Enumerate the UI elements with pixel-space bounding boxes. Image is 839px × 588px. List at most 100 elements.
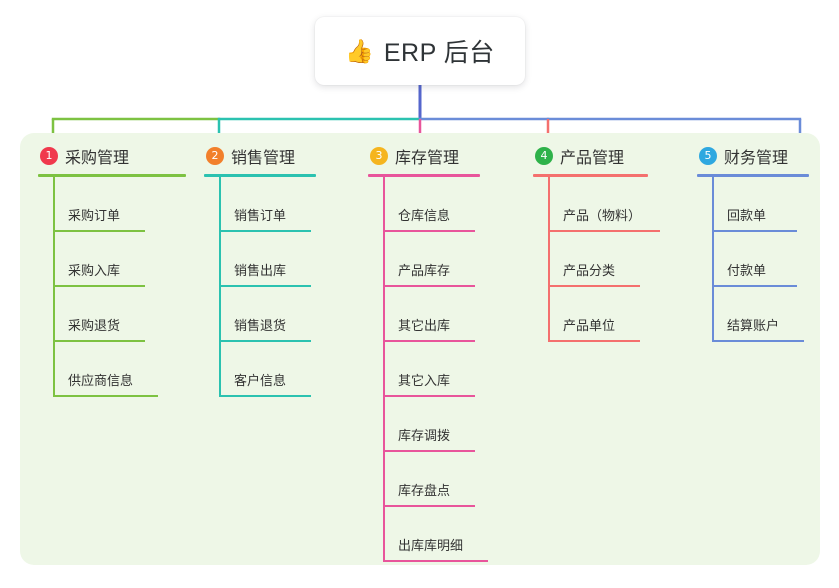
branch-item-label: 其它出库 [398,318,451,333]
branch-number-badge: 5 [699,147,717,165]
branch-item-underline [383,230,475,232]
branch-spine [383,177,385,562]
branch-item[interactable]: 库存盘点 [368,452,480,507]
branch-item[interactable]: 产品单位 [533,287,648,342]
branch-item-underline [383,505,475,507]
branch-item-underline [53,340,145,342]
branch-item-label: 销售订单 [234,208,287,223]
branch-item-label: 采购入库 [68,263,121,278]
branch-item-label: 付款单 [727,263,767,278]
branch-item-underline [53,285,145,287]
branch-item-underline [712,230,797,232]
thumbs-up-icon: 👍 [345,37,374,64]
branch-number-badge: 3 [370,147,388,165]
branch-item[interactable]: 出库库明细 [368,507,488,562]
branch-item-underline [219,395,311,397]
branch-item-underline [548,285,640,287]
branch-item-underline [219,285,311,287]
branch-item[interactable]: 采购订单 [38,177,186,232]
branch-spine [548,177,550,342]
branch-number-badge: 2 [206,147,224,165]
branch-item-underline [219,340,311,342]
branch-item-underline [383,340,475,342]
branch-item-label: 库存盘点 [398,483,451,498]
branch-item[interactable]: 客户信息 [204,342,316,397]
branch-item-underline [383,395,475,397]
branch-header-underline [368,174,480,177]
branch-item-underline [53,230,145,232]
branch-item-label: 结算账户 [727,318,780,333]
branch-header-underline [697,174,809,177]
branch-title: 采购管理 [65,150,130,167]
branch-item-label: 销售出库 [234,263,287,278]
branch-column: 1 采购管理采购订单采购入库采购退货供应商信息 [38,143,186,397]
branch-header[interactable]: 4 产品管理 [533,143,648,169]
branch-number-badge: 4 [535,147,553,165]
branch-item[interactable]: 产品库存 [368,232,480,287]
branch-item-underline [548,230,660,232]
branch-item[interactable]: 供应商信息 [38,342,186,397]
branch-item-list: 销售订单销售出库销售退货客户信息 [204,177,316,397]
branch-item-list: 采购订单采购入库采购退货供应商信息 [38,177,186,397]
root-node-content: 👍 ERP 后台 [345,33,495,69]
branch-spine [219,177,221,397]
branch-item-underline [712,285,797,287]
branch-item[interactable]: 其它入库 [368,342,480,397]
branch-header[interactable]: 3 库存管理 [368,143,480,169]
branch-item-underline [219,230,311,232]
branch-header[interactable]: 1 采购管理 [38,143,186,169]
branch-item-underline [383,285,475,287]
branch-number-badge: 1 [40,147,58,165]
branch-item-label: 产品库存 [398,263,451,278]
branch-item[interactable]: 产品（物料） [533,177,660,232]
branch-item-label: 客户信息 [234,373,287,388]
branch-item[interactable]: 仓库信息 [368,177,480,232]
branch-spine [53,177,55,397]
branch-item-label: 供应商信息 [68,373,134,388]
branch-item[interactable]: 采购入库 [38,232,186,287]
branch-item-list: 仓库信息产品库存其它出库其它入库库存调拨库存盘点出库库明细 [368,177,488,562]
branch-item[interactable]: 其它出库 [368,287,480,342]
branches-panel [20,133,820,565]
branch-item-underline [53,395,158,397]
branch-item[interactable]: 回款单 [697,177,809,232]
branch-item-label: 库存调拨 [398,428,451,443]
branch-item-underline [548,340,640,342]
branch-item-label: 销售退货 [234,318,287,333]
branch-item-label: 仓库信息 [398,208,451,223]
branch-item-list: 回款单付款单结算账户 [697,177,809,342]
branch-item[interactable]: 销售订单 [204,177,316,232]
branch-item-label: 出库库明细 [398,538,464,553]
branch-item[interactable]: 付款单 [697,232,809,287]
branch-header-underline [533,174,648,177]
branch-column: 2 销售管理销售订单销售出库销售退货客户信息 [204,143,316,397]
branch-column: 3 库存管理仓库信息产品库存其它出库其它入库库存调拨库存盘点出库库明细 [368,143,488,562]
branch-item[interactable]: 结算账户 [697,287,809,342]
root-node[interactable]: 👍 ERP 后台 [315,17,525,85]
branch-title: 销售管理 [231,150,296,167]
branch-spine [712,177,714,342]
branch-item[interactable]: 库存调拨 [368,397,480,452]
branch-item-label: 采购退货 [68,318,121,333]
branch-item-label: 采购订单 [68,208,121,223]
branch-item-list: 产品（物料） 产品分类产品单位 [533,177,660,342]
branch-item-underline [383,560,488,562]
branch-header[interactable]: 2 销售管理 [204,143,316,169]
branch-item-label: 产品分类 [563,263,616,278]
branch-header-underline [38,174,186,177]
branch-item-underline [712,340,804,342]
branch-item[interactable]: 销售退货 [204,287,316,342]
root-node-title: ERP 后台 [383,39,495,67]
branch-item-label: 产品单位 [563,318,616,333]
branch-title: 产品管理 [560,150,625,167]
branch-item[interactable]: 采购退货 [38,287,186,342]
branch-header-underline [204,174,316,177]
branch-item-label: 回款单 [727,208,767,223]
branch-item-label: 其它入库 [398,373,451,388]
branch-item[interactable]: 产品分类 [533,232,648,287]
branch-item[interactable]: 销售出库 [204,232,316,287]
branch-title: 库存管理 [395,150,460,167]
